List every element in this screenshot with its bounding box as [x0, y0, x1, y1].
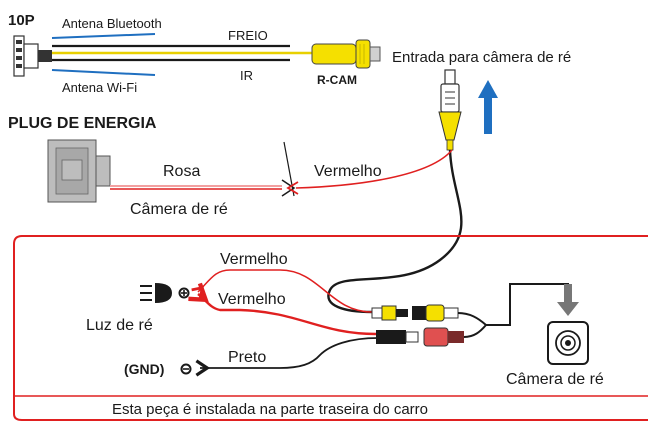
preto-label: Preto: [228, 349, 266, 366]
rear-section-frame: [13, 235, 648, 421]
camera-input-label: Entrada para câmera de ré: [392, 49, 571, 66]
ground-minus-icon: [180, 363, 192, 375]
red-wire-bottom: [188, 282, 377, 336]
luz-de-re-label: Luz de ré: [86, 317, 153, 334]
ir-label: IR: [240, 68, 253, 83]
rear-camera-icon: [547, 321, 589, 365]
gray-down-arrow-icon: [557, 284, 579, 316]
harness-wires: [51, 33, 315, 76]
camera-cable-b: [463, 324, 487, 338]
harness-10p-connector: [13, 35, 52, 77]
rcam-female-connector: [311, 39, 381, 69]
red-wire-top: [191, 269, 373, 313]
antenna-bluetooth-label: Antena Bluetooth: [62, 16, 162, 31]
power-plug-connector: [47, 139, 111, 203]
reverse-light-icon: [140, 283, 190, 303]
vermelho-bottom-label: Vermelho: [218, 291, 286, 308]
rear-camera-label: Câmera de ré: [506, 371, 604, 388]
gnd-label: (GND): [124, 361, 164, 377]
rca-pair-connectors: [371, 304, 459, 322]
rca-male-yellow-plug: [438, 69, 462, 151]
camera-cable-main: [486, 283, 569, 326]
power-plug-title: PLUG DE ENERGIA: [8, 115, 157, 132]
connector-10p-label: 10P: [8, 12, 35, 29]
dc-power-connectors: [376, 327, 464, 347]
vermelho-power-label: Vermelho: [314, 163, 382, 180]
power-camera-label: Câmera de ré: [130, 201, 228, 218]
freio-label: FREIO: [228, 28, 268, 43]
vermelho-top-label: Vermelho: [220, 251, 288, 268]
antenna-wifi-label: Antena Wi-Fi: [62, 80, 137, 95]
red-power-wire: [295, 149, 453, 189]
rcam-label: R-CAM: [317, 73, 357, 87]
rear-section-note: Esta peça é instalada na parte traseira …: [112, 401, 428, 418]
black-ground-wire: [195, 337, 379, 377]
camera-cable-a: [457, 312, 487, 326]
camera-video-cable: [327, 149, 463, 314]
splice-junction: [281, 141, 299, 197]
rosa-label: Rosa: [163, 163, 200, 180]
blue-up-arrow-icon: [478, 80, 498, 134]
